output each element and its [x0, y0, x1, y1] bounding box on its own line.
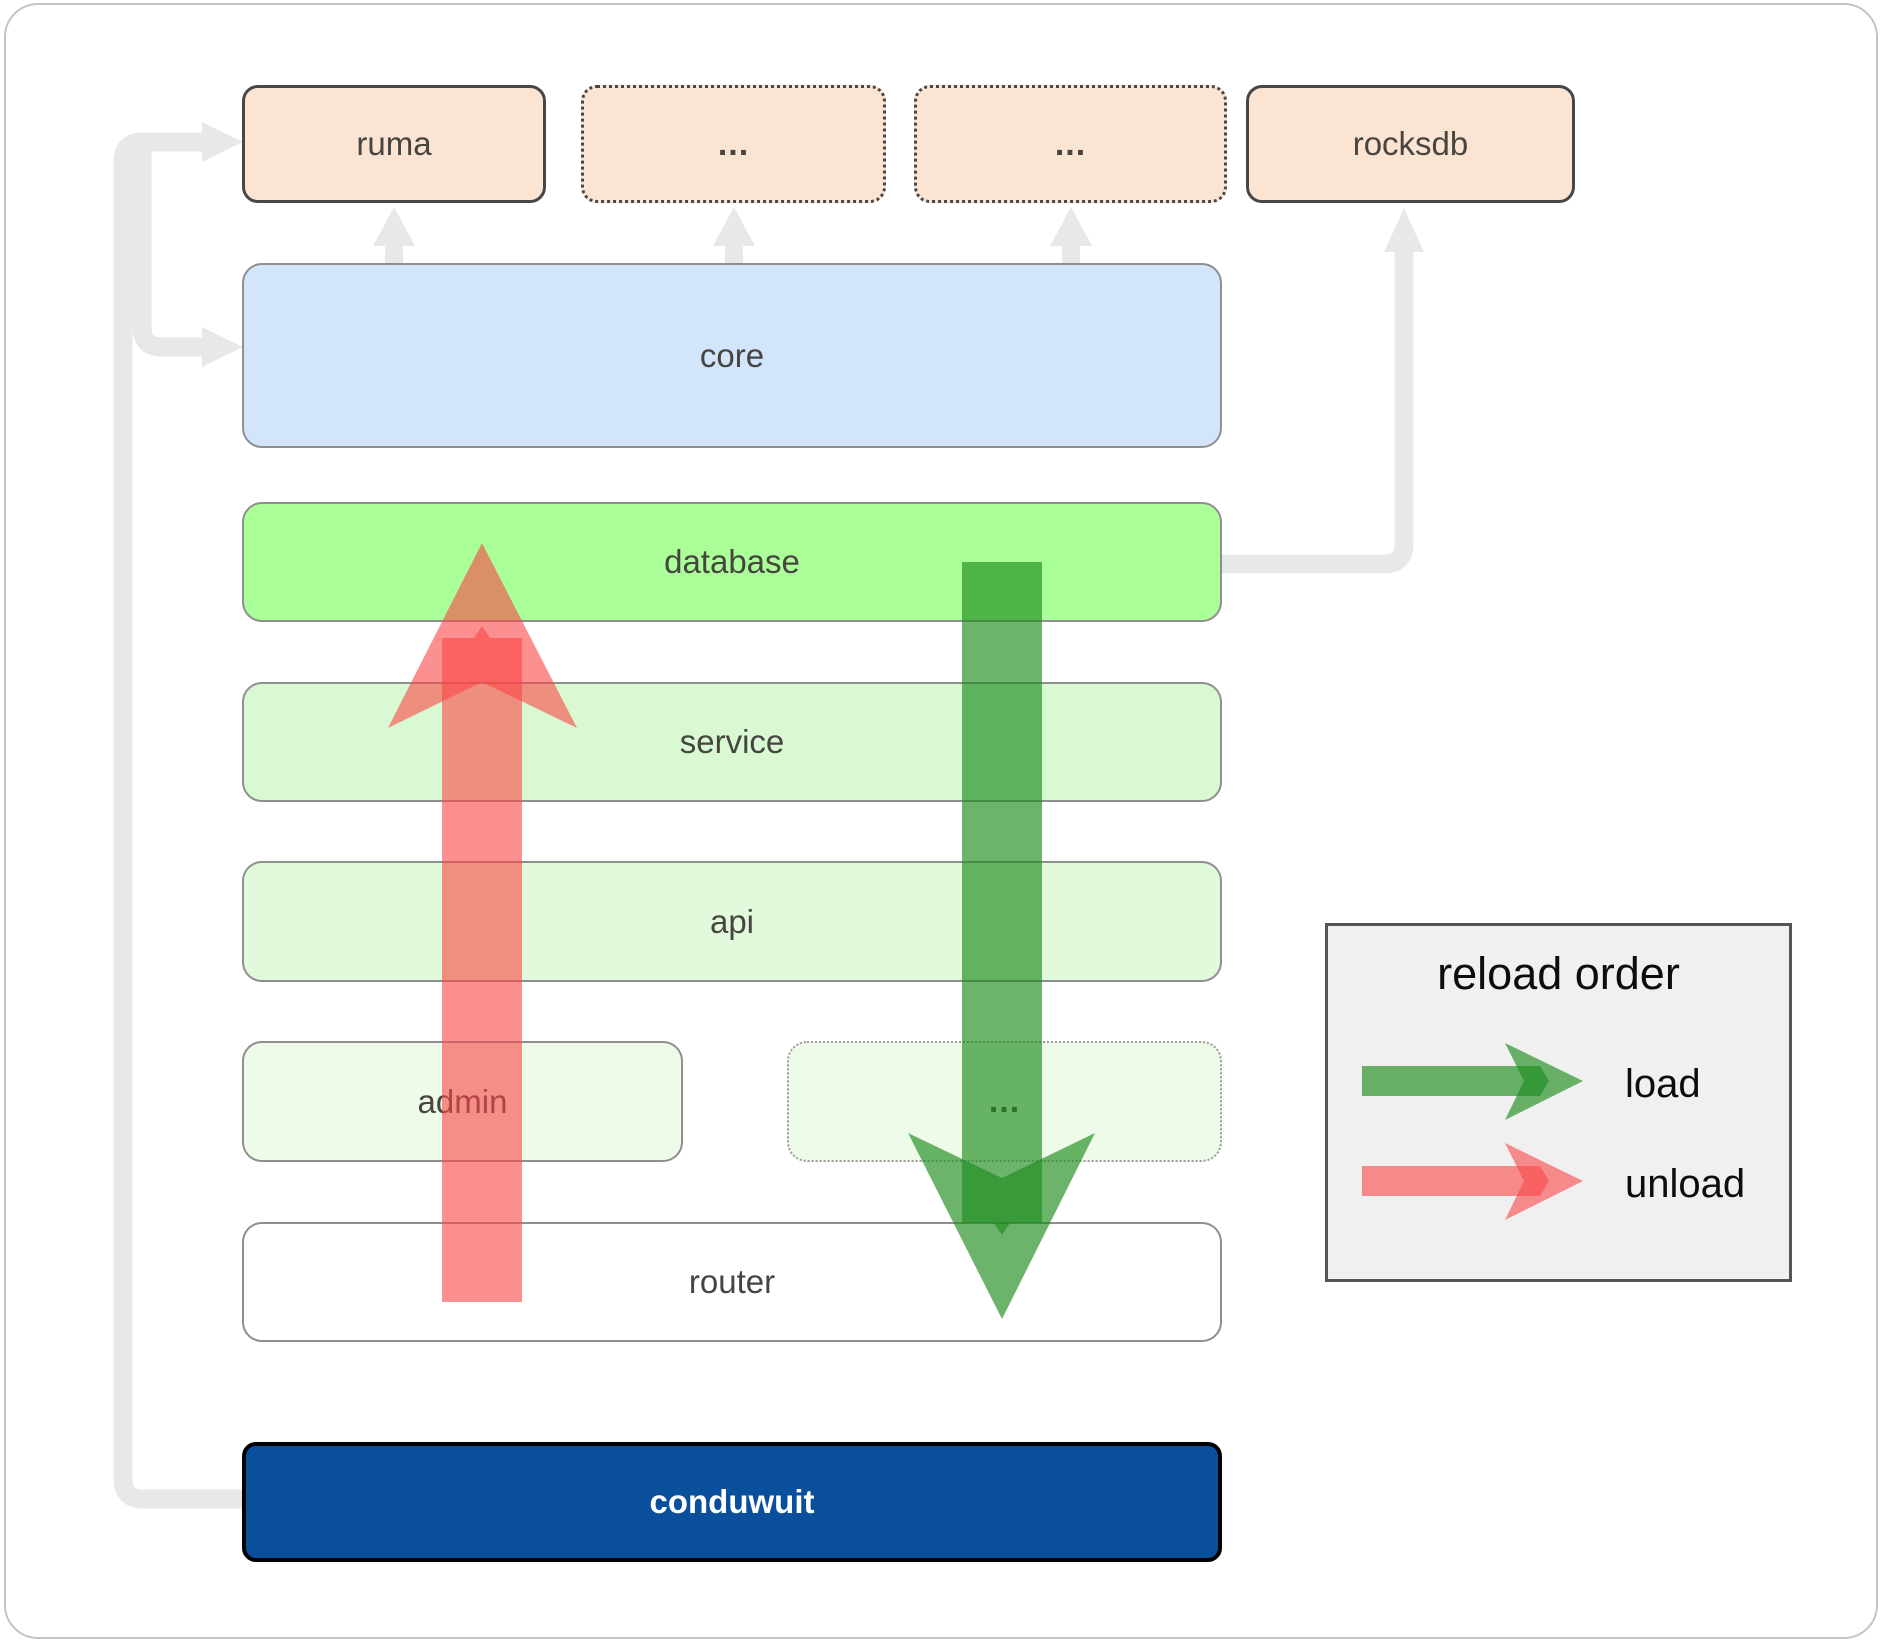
box-core: core [242, 263, 1222, 448]
box-core-label: core [699, 336, 765, 374]
box-database: database [242, 502, 1222, 622]
legend: reload order load unload [1325, 923, 1792, 1282]
box-router-label: router [688, 1263, 776, 1300]
conduwuit-to-core-connector [132, 146, 202, 357]
box-ellipsis-top-1: ... [581, 85, 886, 203]
box-ellipsis-admin-row: ... [787, 1041, 1222, 1162]
outer-frame [4, 3, 1878, 1639]
legend-load-label: load [1625, 1061, 1701, 1106]
box-ruma: ruma [242, 85, 546, 203]
legend-unload-label: unload [1625, 1161, 1746, 1206]
database-to-rocksdb-arrowhead-icon [1384, 208, 1424, 252]
box-database-label: database [664, 543, 800, 580]
legend-title: reload order [1437, 948, 1680, 999]
box-rocksdb: rocksdb [1246, 85, 1575, 203]
box-conduwuit-label: conduwuit [649, 1483, 815, 1520]
box-router: router [242, 1222, 1222, 1342]
box-conduwuit: conduwuit [242, 1442, 1222, 1562]
box-ruma-label: ruma [356, 125, 432, 162]
core-to-ruma-arrow-icon [373, 207, 415, 264]
database-to-rocksdb-connector [1222, 252, 1414, 574]
box-rocksdb-label: rocksdb [1352, 125, 1469, 162]
box-admin-label: admin [417, 1082, 508, 1120]
conduwuit-to-ruma-arrowhead-icon [202, 122, 243, 162]
core-to-ellipsis1-arrow-icon [713, 207, 755, 264]
box-ellipsis-top-2-label: ... [1054, 124, 1087, 163]
box-ellipsis-top-2: ... [914, 85, 1227, 203]
box-ellipsis-admin-row-label: ... [988, 1082, 1021, 1120]
box-api: api [242, 861, 1222, 982]
box-service: service [242, 682, 1222, 802]
box-service-label: service [679, 723, 785, 760]
box-ellipsis-top-1-label: ... [717, 124, 750, 163]
box-api-label: api [709, 902, 755, 940]
box-admin: admin [242, 1041, 683, 1162]
conduwuit-to-ruma-connector [113, 132, 242, 1509]
conduwuit-to-core-arrowhead-icon [202, 327, 243, 367]
core-to-ellipsis2-arrow-icon [1050, 207, 1092, 264]
